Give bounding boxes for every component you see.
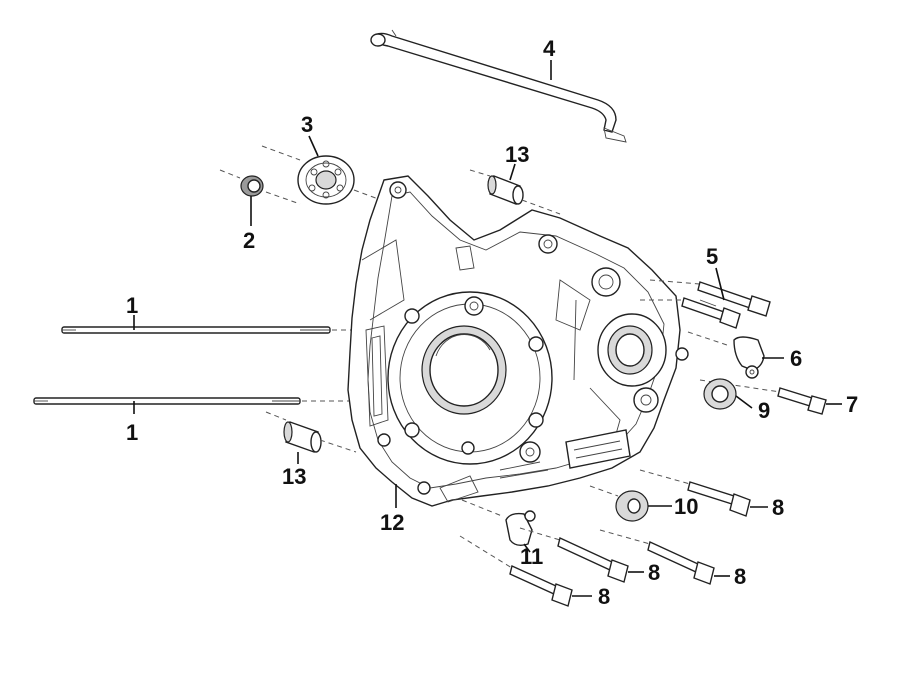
callout-13-bottom: 13 bbox=[282, 464, 306, 489]
part-12-crankcase bbox=[347, 175, 689, 507]
callout-8-lower: 8 bbox=[598, 584, 610, 609]
callout-labels: 1 1 2 3 4 5 6 7 8 8 8 8 9 10 11 12 13 13 bbox=[126, 36, 858, 609]
callout-8-mid-right: 8 bbox=[734, 564, 746, 589]
callout-9: 9 bbox=[758, 398, 770, 423]
part-5-bolts bbox=[640, 279, 771, 329]
callout-2: 2 bbox=[243, 228, 255, 253]
callout-8-right: 8 bbox=[772, 495, 784, 520]
callout-12: 12 bbox=[380, 510, 404, 535]
leader-lines bbox=[133, 60, 842, 597]
callout-3: 3 bbox=[301, 112, 313, 137]
part-8-bolt-mid bbox=[519, 527, 629, 583]
callout-1-lower: 1 bbox=[126, 420, 138, 445]
callout-8-mid: 8 bbox=[648, 560, 660, 585]
part-2-oil-seal bbox=[219, 169, 301, 205]
callout-5: 5 bbox=[706, 244, 718, 269]
part-8-bolt-right bbox=[639, 469, 751, 517]
part-8-bolt-lower bbox=[459, 535, 573, 607]
callout-1-upper: 1 bbox=[126, 293, 138, 318]
part-4-breather-tube bbox=[370, 29, 627, 143]
part-11-clip bbox=[461, 499, 536, 547]
callout-6: 6 bbox=[790, 346, 802, 371]
callout-7: 7 bbox=[846, 392, 858, 417]
part-1-stud-lower bbox=[33, 397, 354, 405]
part-1-stud-upper bbox=[61, 326, 372, 334]
callout-4: 4 bbox=[543, 36, 556, 61]
callout-10: 10 bbox=[674, 494, 698, 519]
part-9-washer bbox=[703, 378, 737, 410]
part-13-dowel-bushing-top bbox=[469, 169, 561, 215]
callout-11: 11 bbox=[520, 544, 543, 569]
part-8-bolt-mid-right bbox=[599, 529, 715, 585]
part-3-bearing bbox=[261, 145, 441, 223]
part-6-clamp bbox=[687, 331, 765, 379]
callout-13-top: 13 bbox=[505, 142, 529, 167]
part-10-seal bbox=[589, 485, 649, 522]
part-13-dowel-bushing-bottom bbox=[265, 411, 357, 453]
